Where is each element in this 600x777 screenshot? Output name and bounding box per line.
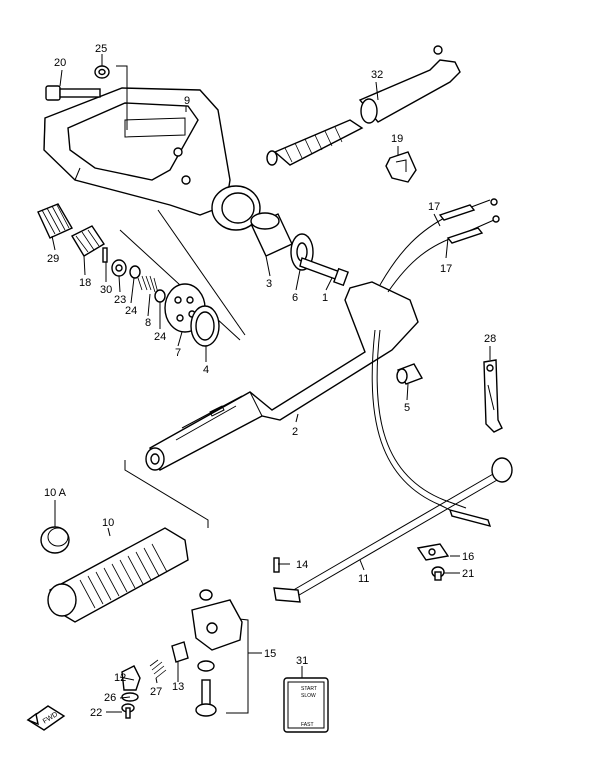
clamp-part-16 <box>416 543 450 561</box>
callout-1: 1 <box>322 292 328 304</box>
callout-8: 8 <box>145 317 151 329</box>
pin-part-30 <box>102 247 108 263</box>
switch-body-part-15 <box>191 589 243 651</box>
callout-24-a: 24 <box>125 305 137 317</box>
callout-16: 16 <box>462 551 474 563</box>
callout-21: 21 <box>462 568 474 580</box>
callout-30: 30 <box>100 284 112 296</box>
callout-14: 14 <box>296 559 308 571</box>
callout-25: 25 <box>95 43 107 55</box>
cap-part-13 <box>171 641 189 663</box>
callout-4: 4 <box>203 364 209 376</box>
throttle-cable-part-17 <box>379 198 500 293</box>
callout-22: 22 <box>90 707 102 719</box>
callout-20: 20 <box>54 57 66 69</box>
callout-12-label: 12 <box>114 672 126 684</box>
washer-part-25 <box>94 65 110 79</box>
decal-slow-text: SLOW <box>301 693 316 699</box>
callout-3: 3 <box>266 278 272 290</box>
spring-part-8 <box>137 275 159 294</box>
decal-part-31 <box>283 677 329 733</box>
steering-bracket-part <box>43 87 261 231</box>
callout-17-top: 17 <box>428 201 440 213</box>
callout-5: 5 <box>404 402 410 414</box>
decal-start-text: START <box>301 686 317 692</box>
leader-lines <box>51 54 491 713</box>
pin-part-14 <box>273 557 280 573</box>
callout-24-b: 24 <box>154 331 166 343</box>
washer-part-24b <box>154 289 166 303</box>
callout-27: 27 <box>150 686 162 698</box>
throttle-shaft-part-32 <box>266 45 461 166</box>
callout-2: 2 <box>292 426 298 438</box>
callout-15: 15 <box>264 648 276 660</box>
bolt-part-20 <box>45 85 101 101</box>
nut-part-23 <box>111 259 127 277</box>
callout-10: 10 <box>102 517 114 529</box>
callout-28: 28 <box>484 333 496 345</box>
callout-26: 26 <box>104 692 116 704</box>
callout-13: 13 <box>172 681 184 693</box>
callout-32: 32 <box>371 69 383 81</box>
callout-23: 23 <box>114 294 126 306</box>
callout-6: 6 <box>292 292 298 304</box>
ring-part-4 <box>190 305 220 347</box>
callout-9: 9 <box>184 95 190 107</box>
bolt-part-1 <box>299 257 349 287</box>
callout-11: 11 <box>358 573 369 585</box>
callout-19: 19 <box>391 133 403 145</box>
tiller-handle-part-2 <box>145 281 419 471</box>
switch-screw-part-15 <box>195 660 217 717</box>
stop-cable-part-11 <box>273 329 513 603</box>
callout-10a: 10 A <box>44 487 67 499</box>
callout-31: 31 <box>296 655 308 667</box>
washer-part-24a <box>129 265 141 279</box>
grommet-part-5 <box>396 363 424 385</box>
bracket-part-28 <box>483 359 503 433</box>
spring-part-27 <box>149 659 167 679</box>
grip-part-10 <box>47 527 189 623</box>
callout-29: 29 <box>47 253 59 265</box>
knob-part-12 <box>121 665 141 691</box>
callout-17-bottom: 17 <box>440 263 452 275</box>
callout-7: 7 <box>175 347 181 359</box>
fwd-arrow-icon <box>26 705 66 731</box>
callout-18: 18 <box>79 277 91 289</box>
bushing-part-3 <box>250 212 293 257</box>
friction-block-part-18 <box>71 225 105 257</box>
screw-part-22 <box>121 703 135 719</box>
screw-part-21 <box>431 566 445 581</box>
cap-part-10a <box>40 526 70 554</box>
clip-part-19 <box>385 151 417 183</box>
decal-fast-text: FAST <box>301 722 314 728</box>
spring-part-29 <box>37 203 73 239</box>
